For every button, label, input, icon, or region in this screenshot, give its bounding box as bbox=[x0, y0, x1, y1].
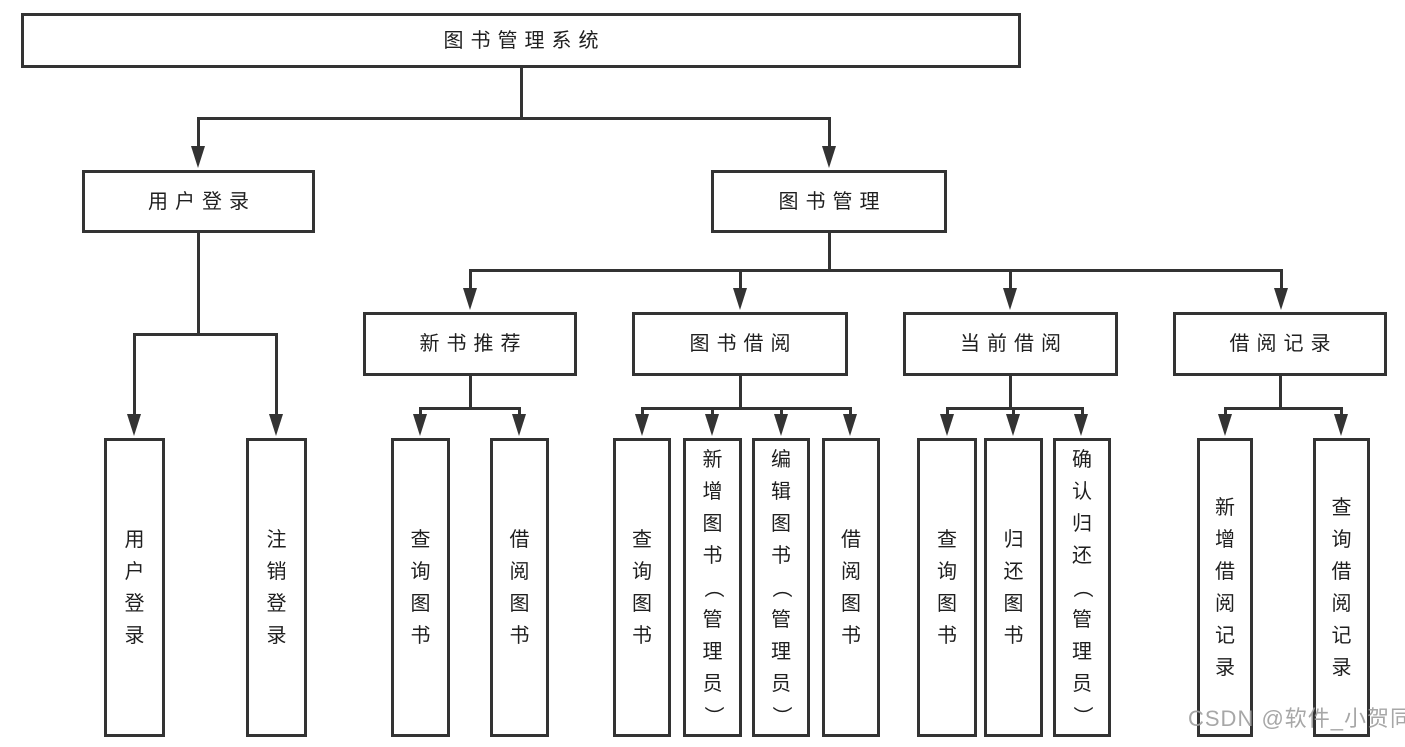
leaf-confirm-return-admin: 确认归还（管理员） bbox=[1053, 438, 1111, 737]
connector-line bbox=[419, 407, 521, 410]
leaf-query-borrow-record-label: 查询借阅记录 bbox=[1331, 496, 1352, 679]
arrowhead-icon bbox=[843, 414, 857, 436]
arrowhead-icon bbox=[635, 414, 649, 436]
leaf-query-books-borrow: 查询图书 bbox=[613, 438, 671, 737]
connector-line bbox=[1081, 407, 1084, 416]
node-new-book-recommendation-label: 新书推荐 bbox=[419, 333, 528, 355]
leaf-add-books-admin: 新增图书（管理员） bbox=[683, 438, 742, 737]
leaf-borrow-books-recommend: 借阅图书 bbox=[490, 438, 549, 737]
connector-line bbox=[133, 333, 278, 336]
node-borrowing-records: 借阅记录 bbox=[1173, 312, 1387, 376]
connector-line bbox=[780, 407, 783, 416]
node-root-label: 图书管理系统 bbox=[443, 29, 606, 52]
node-root: 图书管理系统 bbox=[21, 13, 1021, 68]
connector-line bbox=[1012, 407, 1015, 416]
leaf-return-books: 归还图书 bbox=[984, 438, 1043, 737]
arrowhead-icon bbox=[1274, 288, 1288, 310]
connector-line bbox=[1009, 272, 1012, 290]
connector-line bbox=[739, 376, 742, 410]
node-book-management: 图书管理 bbox=[711, 170, 947, 233]
node-current-borrowing-label: 当前借阅 bbox=[960, 333, 1068, 355]
connector-line bbox=[197, 117, 831, 120]
connector-line bbox=[641, 407, 644, 416]
leaf-confirm-return-admin-label: 确认归还（管理员） bbox=[1071, 448, 1093, 726]
connector-line bbox=[1279, 376, 1282, 410]
leaf-query-books-recommend: 查询图书 bbox=[391, 438, 450, 737]
leaf-query-books-borrow-label: 查询图书 bbox=[632, 528, 652, 647]
arrowhead-icon bbox=[512, 414, 526, 436]
connector-line bbox=[739, 272, 742, 290]
connector-line bbox=[520, 68, 523, 120]
arrowhead-icon bbox=[705, 414, 719, 436]
connector-line bbox=[419, 407, 422, 416]
arrowhead-icon bbox=[822, 146, 836, 168]
node-book-management-label: 图书管理 bbox=[778, 190, 887, 213]
node-user-login: 用户登录 bbox=[82, 170, 315, 233]
connector-line bbox=[1224, 407, 1343, 410]
arrowhead-icon bbox=[1334, 414, 1348, 436]
connector-line bbox=[1340, 407, 1343, 416]
arrowhead-icon bbox=[774, 414, 788, 436]
connector-line bbox=[946, 407, 949, 416]
leaf-borrow-books: 借阅图书 bbox=[822, 438, 880, 737]
connector-line bbox=[518, 407, 521, 416]
arrowhead-icon bbox=[127, 414, 141, 436]
connector-line bbox=[469, 376, 472, 410]
leaf-user-login-label: 用户登录 bbox=[124, 528, 145, 647]
connector-line bbox=[197, 120, 200, 148]
node-book-borrowing-label: 图书借阅 bbox=[689, 333, 798, 355]
arrowhead-icon bbox=[1006, 414, 1020, 436]
leaf-add-borrow-record-label: 新增借阅记录 bbox=[1215, 496, 1235, 679]
connector-line bbox=[711, 407, 714, 416]
arrowhead-icon bbox=[191, 146, 205, 168]
leaf-logout-label: 注销登录 bbox=[266, 528, 287, 647]
connector-line bbox=[641, 407, 852, 410]
leaf-query-borrow-record: 查询借阅记录 bbox=[1313, 438, 1370, 737]
leaf-edit-books-admin: 编辑图书（管理员） bbox=[752, 438, 810, 737]
node-user-login-label: 用户登录 bbox=[148, 190, 256, 213]
leaf-query-books-current-label: 查询图书 bbox=[937, 528, 957, 647]
connector-line bbox=[849, 407, 852, 416]
leaf-add-books-admin-label: 新增图书（管理员） bbox=[701, 448, 724, 726]
connector-line bbox=[469, 269, 1283, 272]
connector-line bbox=[1280, 272, 1283, 290]
leaf-borrow-books-label: 借阅图书 bbox=[841, 528, 861, 647]
leaf-user-login: 用户登录 bbox=[104, 438, 165, 737]
node-borrowing-records-label: 借阅记录 bbox=[1229, 333, 1338, 355]
node-new-book-recommendation: 新书推荐 bbox=[363, 312, 577, 376]
watermark: CSDN @软件_小贺同学 bbox=[1188, 706, 1405, 731]
arrowhead-icon bbox=[269, 414, 283, 436]
node-book-borrowing: 图书借阅 bbox=[632, 312, 848, 376]
arrowhead-icon bbox=[733, 288, 747, 310]
connector-line bbox=[197, 233, 200, 335]
leaf-query-books-recommend-label: 查询图书 bbox=[410, 528, 431, 647]
arrowhead-icon bbox=[463, 288, 477, 310]
arrowhead-icon bbox=[413, 414, 427, 436]
connector-line bbox=[275, 335, 278, 416]
connector-line bbox=[828, 233, 831, 272]
arrowhead-icon bbox=[1074, 414, 1088, 436]
connector-line bbox=[133, 335, 136, 416]
leaf-return-books-label: 归还图书 bbox=[1003, 528, 1024, 647]
arrowhead-icon bbox=[1218, 414, 1232, 436]
connector-line bbox=[469, 272, 472, 290]
leaf-edit-books-admin-label: 编辑图书（管理员） bbox=[770, 448, 792, 726]
connector-line bbox=[1009, 376, 1012, 410]
arrowhead-icon bbox=[940, 414, 954, 436]
connector-line bbox=[828, 120, 831, 148]
leaf-borrow-books-recommend-label: 借阅图书 bbox=[509, 528, 530, 647]
leaf-add-borrow-record: 新增借阅记录 bbox=[1197, 438, 1253, 737]
leaf-logout: 注销登录 bbox=[246, 438, 307, 737]
connector-line bbox=[1224, 407, 1227, 416]
connector-line bbox=[946, 407, 1084, 410]
leaf-query-books-current: 查询图书 bbox=[917, 438, 977, 737]
node-current-borrowing: 当前借阅 bbox=[903, 312, 1118, 376]
arrowhead-icon bbox=[1003, 288, 1017, 310]
